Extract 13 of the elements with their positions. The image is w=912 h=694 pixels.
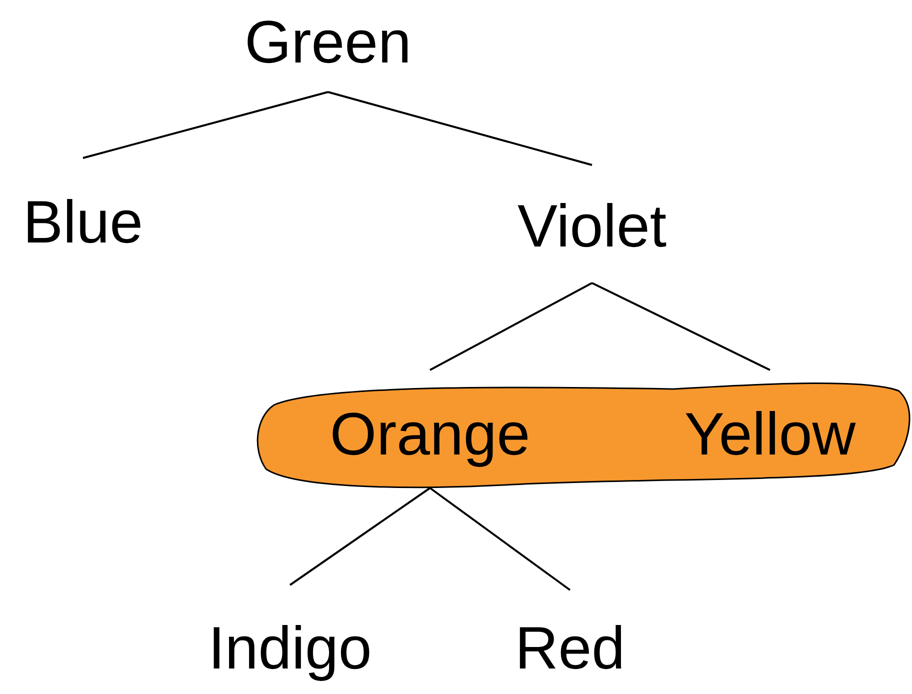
node-label: Violet: [518, 194, 666, 258]
connector-line: [429, 487, 571, 591]
node-label: Orange: [330, 402, 530, 466]
node-label: Green: [244, 10, 412, 74]
connector-line: [592, 282, 770, 371]
connector-line: [328, 91, 592, 166]
node-label: Blue: [22, 190, 144, 254]
connector-line: [430, 282, 592, 371]
connector-line: [82, 91, 328, 159]
node-label: Red: [514, 616, 626, 680]
connector-line: [289, 487, 431, 586]
node-label: Yellow: [684, 402, 856, 466]
node-label: Indigo: [208, 616, 372, 680]
